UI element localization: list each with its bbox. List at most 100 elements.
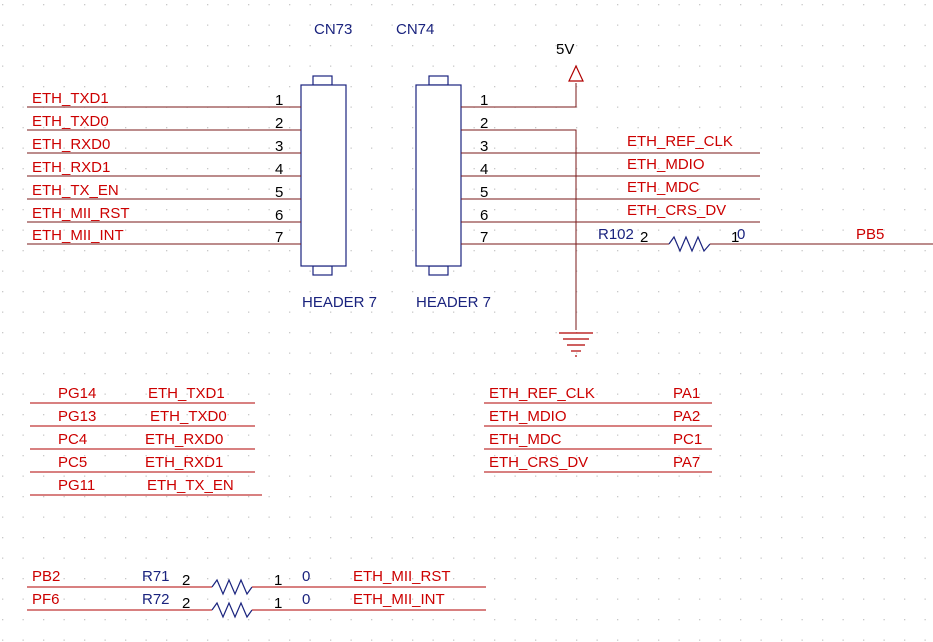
connector-cn73: CN73 HEADER 7 ETH_TXD1 1 ETH_TXD0 2 ETH_… (27, 21, 377, 311)
r71-port: PB2 (32, 568, 60, 585)
cn73-net-label: ETH_MII_RST (32, 205, 130, 222)
pin-map-net: ETH_REF_CLK (489, 385, 595, 402)
pin-map-net: ETH_TX_EN (147, 477, 234, 494)
resistor-zigzag-icon (211, 601, 253, 619)
pin-map-row: ETH_MDC PC1 (484, 431, 712, 450)
r71-net-label: ETH_MII_RST (353, 568, 451, 585)
cn73-pin-number: 2 (275, 115, 283, 132)
resistor-r102: R102 2 1 0 PB5 (598, 226, 933, 253)
cn74-net-label: ETH_MDIO (627, 156, 705, 173)
cn74-net-label: ETH_REF_CLK (627, 133, 733, 150)
resistor-r71: PB2 R71 2 1 0 ETH_MII_RST (27, 568, 486, 596)
pin-map-row: PG14 ETH_TXD1 (30, 385, 255, 404)
cn74-pin-number: 1 (480, 92, 488, 109)
cn74-pin-2: 2 (461, 115, 577, 330)
cn73-net-label: ETH_TXD1 (32, 90, 109, 107)
ground-symbol (559, 332, 593, 357)
connector-cn74: CN74 HEADER 7 1 2 3 ETH_REF_CLK 4 ETH_MD… (396, 21, 760, 330)
resistor-zigzag-icon (211, 578, 253, 596)
cn73-ref: CN73 (314, 21, 352, 38)
pin-map-row: ETH_CRS_DV PA7 (484, 454, 712, 473)
pin-map-row: ETH_MDIO PA2 (484, 408, 712, 427)
r102-ref: R102 (598, 226, 634, 243)
cn74-pin-number: 7 (480, 229, 488, 246)
cn74-pin-number: 3 (480, 138, 488, 155)
cn74-net-label: ETH_CRS_DV (627, 202, 726, 219)
cn74-pin-1: 1 (461, 83, 577, 109)
cn73-top-tab (312, 75, 333, 86)
pin-map-row: PG11 ETH_TX_EN (30, 477, 262, 496)
pin-map-net: ETH_RXD1 (145, 454, 223, 471)
cn73-net-label: ETH_TX_EN (32, 182, 119, 199)
cn74-pin-5: 5 ETH_MDC (461, 179, 760, 201)
cn74-net-label: ETH_MDC (627, 179, 700, 196)
cn74-pin-number: 5 (480, 184, 488, 201)
power-5v-symbol: 5V (556, 41, 584, 82)
cn73-pin-number: 7 (275, 229, 283, 246)
cn73-pin-6: ETH_MII_RST 6 (27, 205, 301, 224)
pin-map-net: ETH_CRS_DV (489, 454, 588, 471)
pin-map-net: ETH_TXD0 (150, 408, 227, 425)
cn73-pin-number: 3 (275, 138, 283, 155)
cn74-pin-number: 6 (480, 207, 488, 224)
cn74-pin-3: 3 ETH_REF_CLK (461, 133, 760, 155)
pin-map-port: PA7 (673, 454, 700, 471)
pin-map-port: PG11 (58, 477, 95, 494)
cn73-body (300, 84, 347, 267)
pin-map-net: ETH_MDC (489, 431, 562, 448)
r71-ref: R71 (142, 568, 170, 585)
r71-pin-left: 2 (182, 572, 190, 589)
r72-pin-right: 1 (274, 595, 282, 612)
cn73-net-label: ETH_TXD0 (32, 113, 109, 130)
r72-port: PF6 (32, 591, 60, 608)
cn73-pin-2: ETH_TXD0 2 (27, 113, 301, 132)
cn73-value: HEADER 7 (302, 294, 377, 311)
cn74-pin-7: 7 (461, 229, 669, 246)
pin-map-net: ETH_RXD0 (145, 431, 223, 448)
resistor-r72: PF6 R72 2 1 0 ETH_MII_INT (27, 591, 486, 619)
pin-map-port: PC1 (673, 431, 702, 448)
pin-map-right: ETH_REF_CLK PA1 ETH_MDIO PA2 ETH_MDC PC1… (484, 385, 712, 473)
pin-map-row: PC4 ETH_RXD0 (30, 431, 255, 450)
r102-pin-left: 2 (640, 229, 648, 246)
cn73-pin-number: 6 (275, 207, 283, 224)
pin-map-left: PG14 ETH_TXD1 PG13 ETH_TXD0 PC4 ETH_RXD0… (30, 385, 262, 496)
r71-value: 0 (302, 568, 310, 585)
pin-map-row: PG13 ETH_TXD0 (30, 408, 255, 427)
cn74-pin-4: 4 ETH_MDIO (461, 156, 760, 178)
cn73-pin-5: ETH_TX_EN 5 (27, 182, 301, 201)
pin-map-net: ETH_MDIO (489, 408, 567, 425)
pin-map-row: PC5 ETH_RXD1 (30, 454, 255, 473)
pin-map-row: ETH_REF_CLK PA1 (484, 385, 712, 404)
r71-pin-right: 1 (274, 572, 282, 589)
cn74-pin-number: 2 (480, 115, 488, 132)
r72-value: 0 (302, 591, 310, 608)
cn74-value: HEADER 7 (416, 294, 491, 311)
cn73-pin-number: 1 (275, 92, 283, 109)
cn74-ref: CN74 (396, 21, 434, 38)
cn74-pin-6: 6 ETH_CRS_DV (461, 202, 760, 224)
r72-pin-left: 2 (182, 595, 190, 612)
pin-map-port: PA1 (673, 385, 700, 402)
r102-value: 0 (737, 226, 745, 243)
cn73-pin-number: 4 (275, 161, 283, 178)
pin-map-port: PA2 (673, 408, 700, 425)
pin-map-port: PG13 (58, 408, 96, 425)
cn74-top-tab (428, 75, 449, 86)
cn74-pin-number: 4 (480, 161, 488, 178)
cn73-bottom-tab (312, 265, 333, 276)
cn73-net-label: ETH_MII_INT (32, 227, 124, 244)
r72-net-label: ETH_MII_INT (353, 591, 445, 608)
cn73-net-label: ETH_RXD0 (32, 136, 110, 153)
cn73-pin-1: ETH_TXD1 1 (27, 90, 301, 109)
cn73-pin-7: ETH_MII_INT 7 (27, 227, 301, 246)
r72-ref: R72 (142, 591, 170, 608)
cn73-pin-3: ETH_RXD0 3 (27, 136, 301, 155)
resistor-zigzag-icon (668, 235, 711, 253)
cn73-pin-number: 5 (275, 184, 283, 201)
r102-pin-right: 1 (731, 229, 739, 246)
cn73-net-label: ETH_RXD1 (32, 159, 110, 176)
pin-map-net: ETH_TXD1 (148, 385, 225, 402)
